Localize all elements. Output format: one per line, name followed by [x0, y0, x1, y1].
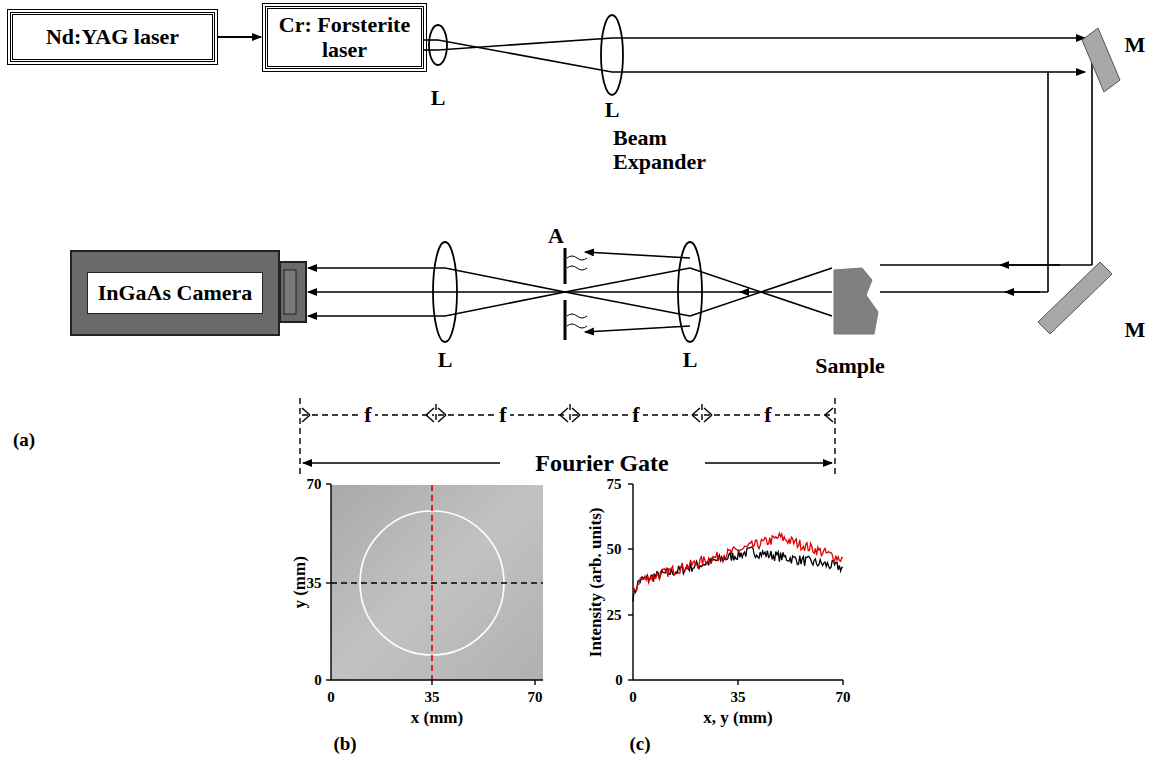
- part-label: 25: [607, 607, 622, 624]
- part-label: 70: [836, 689, 851, 706]
- part-label: (a): [13, 430, 35, 451]
- part-label: M: [1125, 33, 1146, 57]
- part-label: f: [361, 403, 374, 427]
- node-label: Cr: Forsterite laser: [268, 13, 421, 61]
- part-label: L: [431, 86, 446, 110]
- part-label: (b): [333, 734, 356, 755]
- part-label: (c): [629, 734, 650, 755]
- part-label: 0: [615, 672, 623, 689]
- part-label: L: [438, 348, 453, 372]
- part-label: 70: [307, 476, 322, 493]
- part-label: Sample: [815, 354, 885, 378]
- laser-box: Cr: Forsterite laser: [265, 6, 424, 69]
- axis-title: Intensity (arb. units): [587, 507, 606, 657]
- part-label: L: [605, 98, 620, 122]
- part-label: A: [545, 224, 567, 248]
- part-label: 35: [307, 575, 322, 592]
- node-label: Nd:YAG laser: [46, 25, 179, 49]
- part-label: f: [629, 403, 642, 427]
- part-label: f: [496, 403, 509, 427]
- part-label: 50: [607, 541, 622, 558]
- laser-box: Nd:YAG laser: [10, 12, 215, 62]
- part-label: 70: [528, 689, 543, 706]
- part-label: 75: [607, 476, 622, 493]
- node-label: InGaAs Camera: [87, 272, 264, 314]
- intensity-curve: [633, 533, 843, 593]
- part-label: Beam Expander: [613, 126, 723, 174]
- intensity-curve: [633, 547, 843, 602]
- part-label: 0: [314, 672, 322, 689]
- part-label: x, y (mm): [703, 709, 772, 728]
- part-label: 0: [327, 689, 335, 706]
- part-label: M: [1125, 318, 1146, 342]
- part-label: L: [683, 348, 698, 372]
- part-label: 35: [731, 689, 746, 706]
- camera-box: InGaAs Camera: [70, 250, 280, 336]
- beam-arrow: [218, 36, 261, 38]
- part-label: 35: [425, 689, 440, 706]
- part-label: f: [761, 403, 774, 427]
- part-label: Fourier Gate: [532, 450, 672, 476]
- part-label: x (mm): [411, 709, 463, 728]
- part-label: 0: [629, 689, 637, 706]
